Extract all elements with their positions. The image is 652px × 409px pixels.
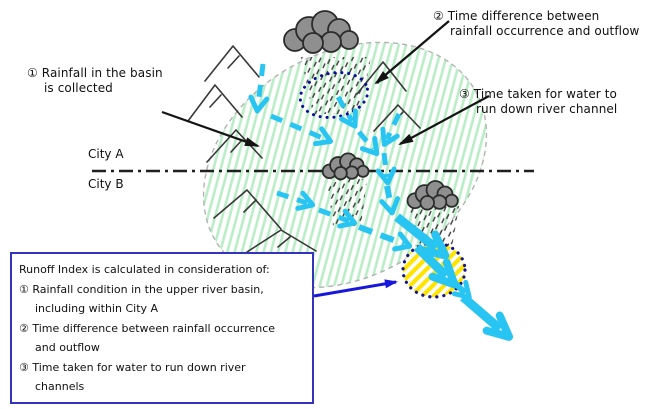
rain-cloud-icon-middle: [321, 152, 370, 181]
callout-rainfall-collected: ① Rainfall in the basin is collected: [27, 66, 163, 95]
legend-pointer-arrow: [313, 279, 398, 298]
legend-item-time-taken: ③ Time taken for water to run down river…: [19, 360, 246, 394]
city-a-label: City A: [88, 147, 124, 161]
city-b-label: City B: [88, 177, 124, 191]
callout-arrows: [161, 20, 490, 148]
legend-item-time-difference: ② Time difference between rainfall occur…: [19, 321, 276, 355]
river-flow-arrows: [248, 63, 514, 341]
rain-cloud-icon-right: [406, 180, 459, 211]
rainfall-highlight-dotted-ellipse: [298, 71, 370, 119]
callout-time-difference: ② Time difference between rainfall occur…: [433, 9, 640, 38]
rain-cloud-icon-top: [283, 10, 359, 54]
runoff-index-legend-box: Runoff Index is calculated in considerat…: [10, 252, 314, 404]
legend-title: Runoff Index is calculated in considerat…: [19, 263, 270, 276]
callout-time-taken: ③ Time taken for water to run down river…: [459, 87, 618, 116]
legend-item-rainfall: ① Rainfall condition in the upper river …: [19, 282, 264, 316]
